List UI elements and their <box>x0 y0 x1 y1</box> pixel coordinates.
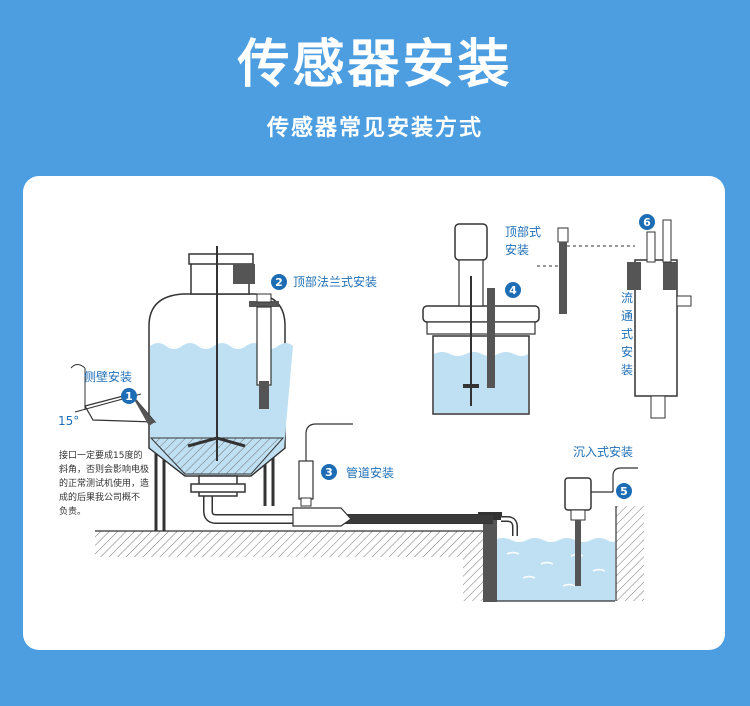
top-mount-probe <box>537 227 569 314</box>
flow-through-cell <box>567 219 692 419</box>
pipe <box>203 496 518 536</box>
tank <box>148 246 293 531</box>
diagram-card: 侧壁安装 1 15° 接口一定要成15度的 斜角，否则会影响电极 的正常测试机使… <box>23 176 725 650</box>
badge-1-number: 1 <box>125 390 133 403</box>
page-title: 传感器安装 <box>237 35 513 95</box>
flow-through-char-2: 通 <box>621 309 633 323</box>
badge-5: 5 <box>616 483 632 499</box>
note-line-1: 接口一定要成15度的 <box>59 449 142 461</box>
badge-2: 2 <box>271 274 287 290</box>
submerged-sensor <box>564 467 638 586</box>
angle-label: 15° <box>58 414 79 428</box>
badge-3: 3 <box>321 464 337 480</box>
top-mount-label-line-2: 安装 <box>505 242 529 257</box>
badge-6-number: 6 <box>643 216 651 229</box>
side-wall-sensor <box>70 364 157 426</box>
flow-through-char-3: 式 <box>621 327 633 341</box>
side-wall-label: 侧壁安装 <box>84 369 132 384</box>
badge-6: 6 <box>639 214 655 230</box>
top-flange-sensor <box>249 293 279 409</box>
note-line-5: 负责。 <box>59 505 86 517</box>
ground-left <box>95 530 505 557</box>
installation-diagram: 侧壁安装 1 15° 接口一定要成15度的 斜角，否则会影响电极 的正常测试机使… <box>58 214 692 602</box>
badge-5-number: 5 <box>620 485 628 498</box>
note-line-3: 的正常测试机使用，造 <box>59 477 149 489</box>
badge-1: 1 <box>121 388 137 404</box>
pipeline-sensor <box>292 423 353 527</box>
note-line-2: 斜角，否则会影响电极 <box>59 463 149 475</box>
page-subtitle: 传感器常见安装方式 <box>266 116 483 141</box>
badge-4: 4 <box>505 282 521 298</box>
pool <box>463 512 615 602</box>
top-flange-label: 顶部法兰式安装 <box>293 274 377 289</box>
top-mount-beaker <box>422 223 540 415</box>
submerged-label: 沉入式安装 <box>573 444 633 459</box>
flow-through-char-4: 安 <box>621 344 633 359</box>
pipeline-label: 管道安装 <box>346 465 394 480</box>
top-mount-label-line-1: 顶部式 <box>505 224 541 239</box>
note-line-4: 成的后果我公司概不 <box>59 491 140 503</box>
badge-3-number: 3 <box>325 466 333 479</box>
flow-through-char-5: 装 <box>621 363 633 377</box>
warning-note: 接口一定要成15度的 斜角，否则会影响电极 的正常测试机使用，造 成的后果我公司… <box>59 449 149 517</box>
badge-4-number: 4 <box>509 284 517 297</box>
flow-through-char-1: 流 <box>621 291 633 305</box>
ground-right <box>615 506 644 601</box>
badge-2-number: 2 <box>275 276 283 289</box>
